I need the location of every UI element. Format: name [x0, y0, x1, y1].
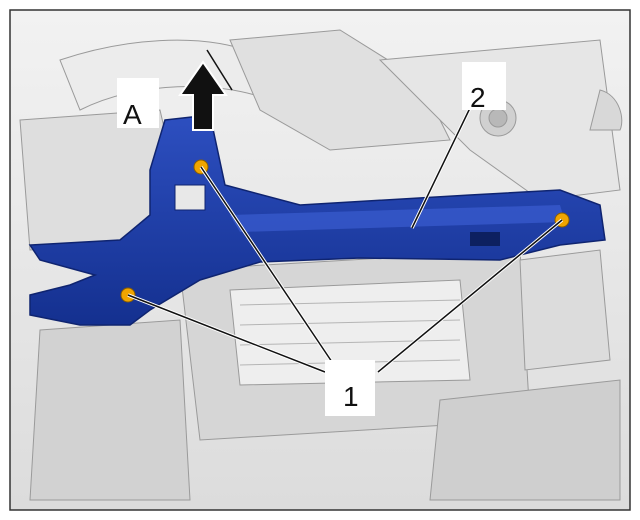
- callout-2-box: [462, 62, 506, 110]
- callout-bracket-label: 2: [470, 82, 486, 113]
- bracket: [28, 114, 606, 326]
- callout-fasteners-label: 1: [343, 381, 359, 412]
- callout-1-box: [325, 360, 375, 416]
- arrow-up-icon: [178, 49, 233, 131]
- leader-lines-core: [127, 107, 563, 373]
- vehicle-body-background: [19, 29, 623, 501]
- callout-a-box: [117, 78, 159, 128]
- callout-a-label: A: [123, 99, 142, 130]
